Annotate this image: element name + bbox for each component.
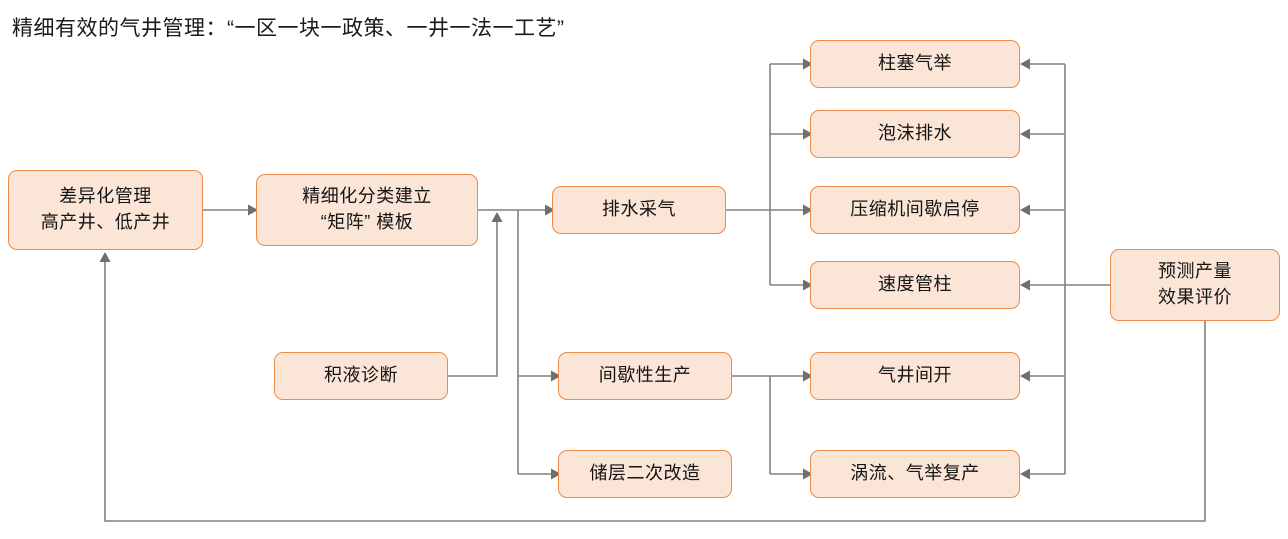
edge-dewatering-to-plunger bbox=[770, 58, 813, 70]
node-compressor-cycling[interactable]: 压缩机间歇启停 bbox=[810, 186, 1020, 234]
node-intermittent-well-opening[interactable]: 气井间开 bbox=[810, 352, 1020, 400]
edge-matrix-to-intermittent bbox=[518, 370, 561, 382]
edge-dewatering-to-compressor bbox=[770, 204, 813, 216]
node-production-forecast[interactable]: 预测产量 效果评价 bbox=[1110, 249, 1280, 321]
edge-matrix-to-restimulation bbox=[518, 468, 561, 480]
edge-forecast-to-vortex bbox=[1020, 468, 1065, 480]
node-vortex-gaslift-restart[interactable]: 涡流、气举复产 bbox=[810, 450, 1020, 498]
edge-dewatering-to-foam bbox=[770, 128, 813, 140]
edge-intermittent-to-vortex bbox=[770, 468, 813, 480]
edge-intermittent-branch-trunk bbox=[732, 375, 771, 474]
node-velocity-string[interactable]: 速度管柱 bbox=[810, 261, 1020, 309]
page-title: 精细有效的气井管理：“一区一块一政策、一井一法一工艺” bbox=[12, 17, 565, 40]
node-differentiated-management[interactable]: 差异化管理 高产井、低产井 bbox=[8, 170, 203, 250]
edge-dewatering-branch-trunk bbox=[726, 64, 771, 285]
edge-forecast-to-plunger bbox=[1020, 58, 1065, 70]
node-foam-dewatering[interactable]: 泡沫排水 bbox=[810, 110, 1020, 158]
edge-forecast-to-compressor bbox=[1020, 204, 1065, 216]
node-intermittent-production[interactable]: 间歇性生产 bbox=[558, 352, 732, 400]
edge-forecast-return-trunk bbox=[1064, 64, 1110, 474]
node-liquid-loading-diagnosis[interactable]: 积液诊断 bbox=[274, 352, 448, 400]
edge-matrix-to-dewatering bbox=[478, 204, 555, 216]
edge-intermittent-to-wellopening bbox=[770, 370, 813, 382]
node-reservoir-restimulation[interactable]: 储层二次改造 bbox=[558, 450, 732, 498]
edge-differentiated-to-matrix bbox=[203, 204, 258, 216]
node-matrix-template[interactable]: 精细化分类建立 “矩阵” 模板 bbox=[256, 174, 478, 246]
edge-dewatering-to-velocity bbox=[770, 279, 813, 291]
node-plunger-lift[interactable]: 柱塞气举 bbox=[810, 40, 1020, 88]
edge-forecast-to-wellopening bbox=[1020, 370, 1065, 382]
edge-forecast-to-foam bbox=[1020, 128, 1065, 140]
edge-forecast-to-velocity bbox=[1020, 279, 1065, 291]
node-dewatering-gas-recovery[interactable]: 排水采气 bbox=[552, 186, 726, 234]
